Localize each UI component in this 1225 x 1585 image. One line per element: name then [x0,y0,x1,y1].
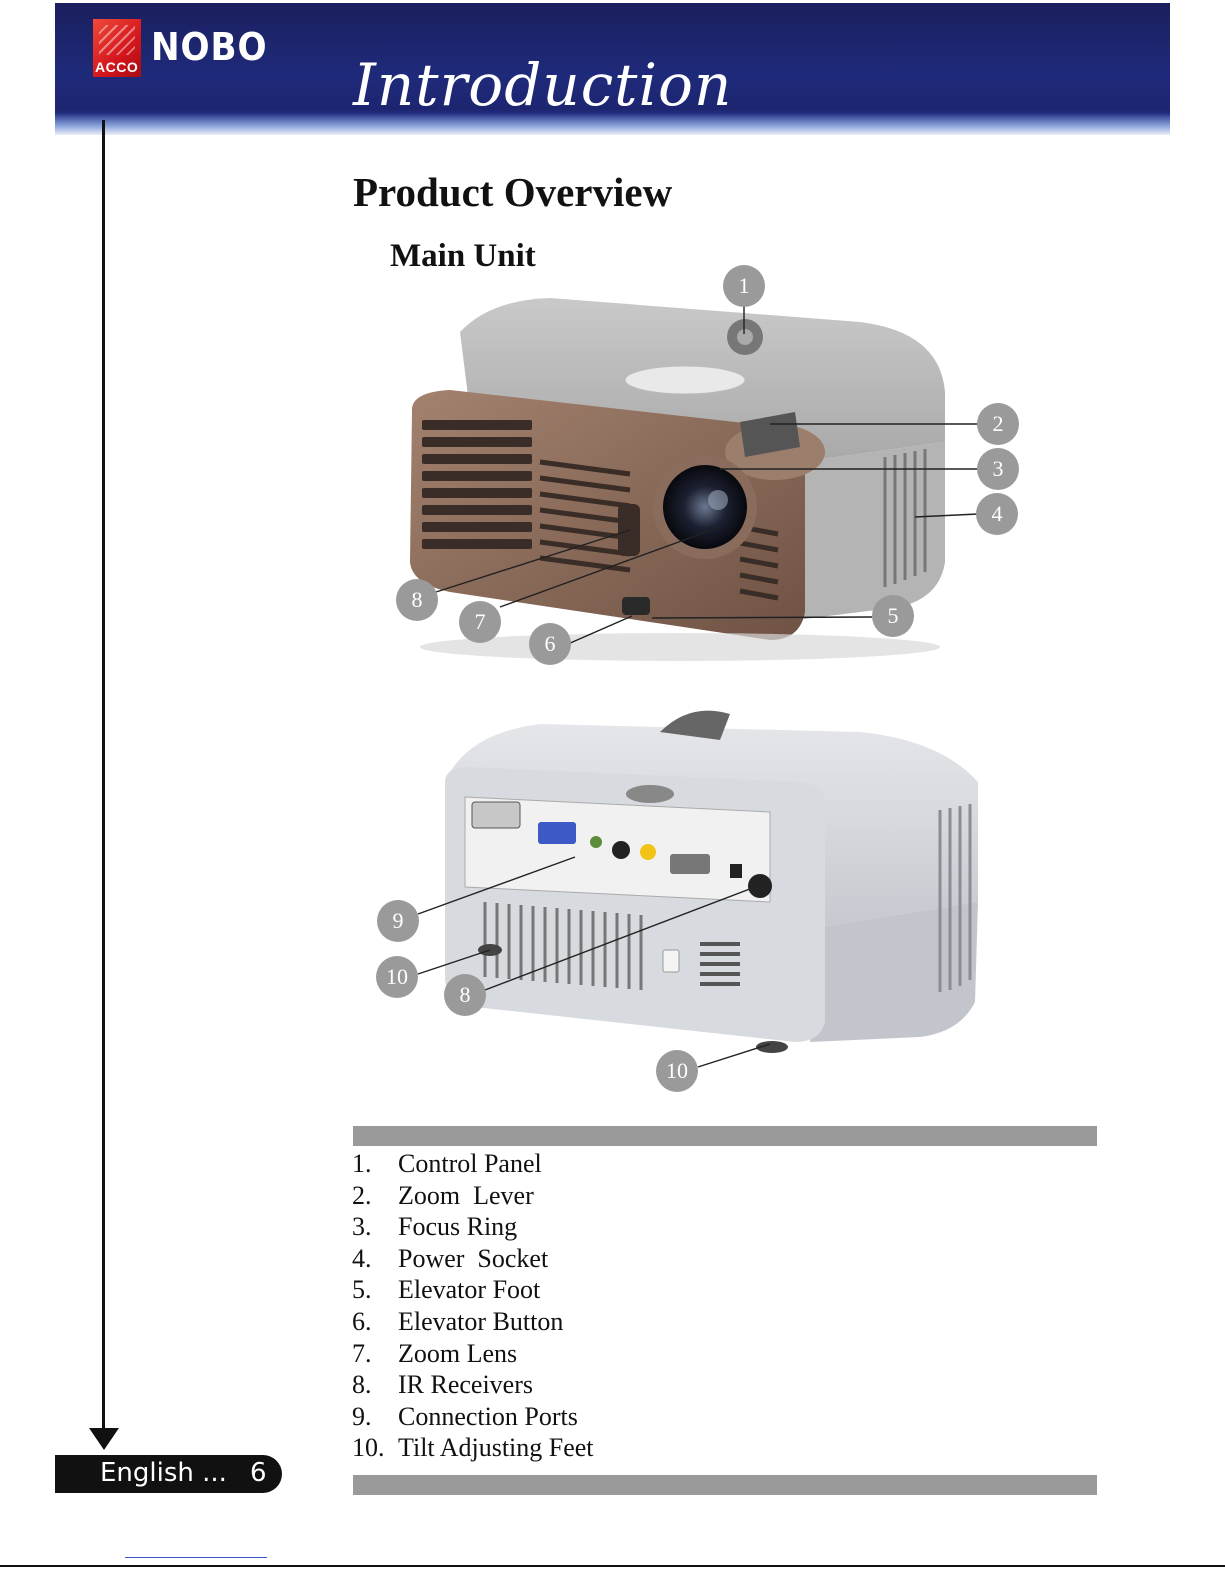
callout-8-rear: 8 [444,974,486,1016]
language-label: English ... [100,1458,227,1488]
callout-10-bottom: 10 [656,1050,698,1092]
list-item: 6.Elevator Button [352,1306,594,1338]
section-title: Product Overview [353,168,672,216]
list-item: 2.Zoom Lever [352,1180,594,1212]
footer-rule [0,1565,1225,1567]
callout-3: 3 [977,448,1019,490]
chapter-header: ACCO NOBO Introduction [55,3,1170,135]
callout-2: 2 [977,403,1019,445]
list-item: 9.Connection Ports [352,1401,594,1433]
list-item: 4.Power Socket [352,1243,594,1275]
callout-9: 9 [377,900,419,942]
list-top-bar [353,1126,1097,1146]
logo-brand-text: NOBO [151,25,267,69]
list-item: 8.IR Receivers [352,1369,594,1401]
callout-1: 1 [723,265,765,307]
list-bottom-bar [353,1475,1097,1495]
callout-6: 6 [529,623,571,665]
nobo-logo: ACCO NOBO [93,19,263,81]
margin-arrow-icon [89,1428,119,1450]
callout-4: 4 [976,493,1018,535]
page-footer-tab: English ... 6 [55,1455,282,1493]
logo-acco-text: ACCO [95,59,138,75]
acco-logo-mark: ACCO [93,19,141,77]
callout-7: 7 [459,601,501,643]
list-item: 10.Tilt Adjusting Feet [352,1432,594,1464]
callout-5: 5 [872,595,914,637]
callout-10-left: 10 [376,956,418,998]
rear-view-projector [445,711,978,1053]
callout-8-front: 8 [396,579,438,621]
page-number: 6 [250,1458,267,1488]
chapter-title: Introduction [353,51,732,119]
list-item: 3.Focus Ring [352,1211,594,1243]
footer-link-underline [125,1557,267,1558]
list-item: 1.Control Panel [352,1148,594,1180]
list-item: 5.Elevator Foot [352,1274,594,1306]
list-item: 7.Zoom Lens [352,1338,594,1370]
margin-rule [102,120,105,1430]
parts-list: 1.Control Panel 2.Zoom Lever 3.Focus Rin… [352,1148,594,1464]
